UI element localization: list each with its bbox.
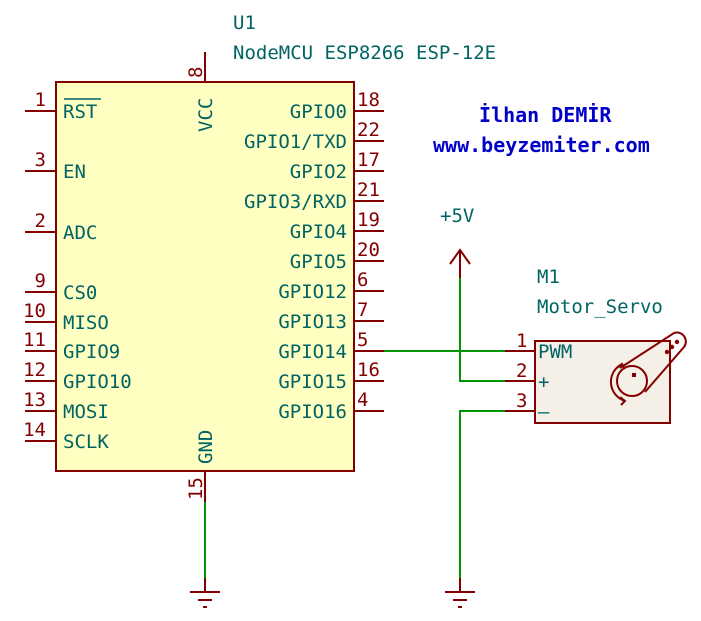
ic-right-pin-name: GPIO4 (290, 221, 347, 243)
pin-vcc-name: VCC (195, 98, 217, 132)
ic-left-pin-name: EN (63, 161, 86, 183)
ic-left-pin-number: 14 (23, 419, 46, 441)
ic-value: NodeMCU ESP8266 ESP-12E (233, 42, 496, 64)
wire-5v-servo-plus[interactable] (459, 262, 505, 382)
ic-right-pin-name: GPIO12 (278, 281, 347, 303)
ic-right-pin-name: GPIO3/RXD (244, 191, 347, 213)
ic-right-pin-name: GPIO16 (278, 401, 347, 423)
servo-pin-3-number: 3 (516, 390, 527, 412)
ic-right-pin-number: 21 (357, 179, 380, 201)
ic-left-pin-number: 11 (23, 329, 46, 351)
ic-left-pin-number: 2 (35, 210, 46, 232)
ic-left-pin-number: 9 (35, 270, 46, 292)
ic-right-pin-name: GPIO0 (290, 101, 347, 123)
pin-vcc-number: 8 (185, 67, 207, 78)
servo-value: Motor_Servo (537, 296, 663, 318)
power-5v-label: +5V (440, 205, 474, 227)
author-website[interactable]: www.beyzemiter.com (433, 133, 650, 157)
ground-symbol-icon[interactable] (190, 578, 220, 608)
ic-right-pin-name: GPIO2 (290, 161, 347, 183)
wire-servo-minus-gnd[interactable] (459, 410, 505, 578)
ic-right-pin-number: 16 (357, 359, 380, 381)
ic-left-pin-name: RST (63, 101, 97, 123)
ic-left-pin-number: 10 (23, 300, 46, 322)
ground-symbol-icon[interactable] (445, 578, 475, 608)
ic-right-pin-name: GPIO1/TXD (244, 131, 347, 153)
ic-right-pin-name: GPIO14 (278, 341, 347, 363)
ic-left-pin-name: ADC (63, 222, 97, 244)
ic-right-pin-number: 5 (357, 329, 368, 351)
ic-left-pin-number: 3 (35, 149, 46, 171)
ic-right-pin-number: 19 (357, 209, 380, 231)
ic-right-pin-name: GPIO5 (290, 251, 347, 273)
pin-gnd-number: 15 (185, 477, 207, 500)
pin-gnd-name: GND (195, 430, 217, 464)
ic-right-pin-number: 4 (357, 389, 368, 411)
ic-left-pin-name: MOSI (63, 401, 109, 423)
servo-horn-icon (609, 331, 687, 406)
servo-pin-2-number: 2 (516, 360, 527, 382)
ic-right-pin-number: 17 (357, 149, 380, 171)
servo-pin-3-name: – (538, 401, 550, 423)
ic-right-pin-number: 7 (357, 299, 368, 321)
ic-left-pin-number: 1 (35, 89, 46, 111)
servo-pin-1-number: 1 (516, 330, 527, 352)
ic-left-pin-name: SCLK (63, 431, 109, 453)
ic-left-pin-name: GPIO10 (63, 371, 132, 393)
ic-right-pin-number: 20 (357, 239, 380, 261)
servo-pin-2-name: + (538, 371, 549, 393)
servo-pin-1-name: PWM (538, 341, 572, 363)
ic-left-pin-number: 13 (23, 389, 46, 411)
author-name: İlhan DEMİR (479, 103, 612, 127)
ic-left-pin-name: CS0 (63, 282, 97, 304)
ic-right-pin-number: 22 (357, 119, 380, 141)
ic-left-pin-name: GPIO9 (63, 341, 120, 363)
ic-left-pin-name: MISO (63, 312, 109, 334)
ic-right-pin-name: GPIO13 (278, 311, 347, 333)
ic-right-pin-number: 18 (357, 89, 380, 111)
ic-body[interactable] (55, 81, 355, 472)
ic-right-pin-name: GPIO15 (278, 371, 347, 393)
servo-reference: M1 (537, 266, 560, 288)
ic-left-pin-number: 12 (23, 359, 46, 381)
power-5v-arrow-icon[interactable] (449, 248, 471, 265)
ic-right-pin-number: 6 (357, 269, 368, 291)
ic-reference: U1 (233, 12, 256, 34)
